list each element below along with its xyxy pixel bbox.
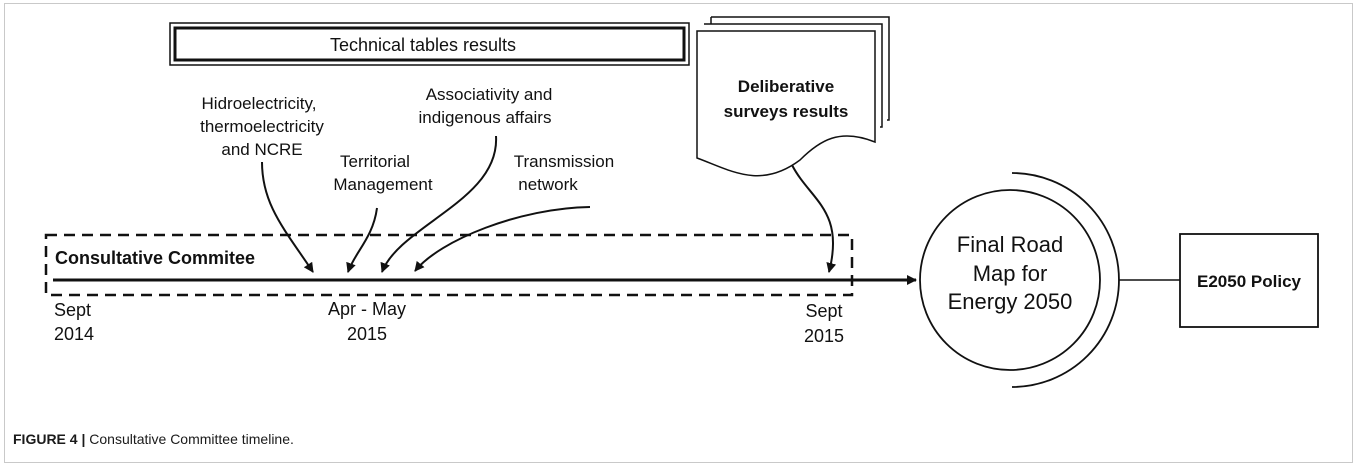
- date-mid-line1: Apr - May: [328, 299, 406, 319]
- date-start: Sept 2014: [54, 300, 94, 344]
- date-end-line1: Sept: [805, 301, 842, 321]
- date-mid-line2: 2015: [347, 324, 387, 344]
- final-road-map-node: Final Road Map for Energy 2050: [919, 172, 1120, 388]
- topic-territorial-line1: Territorial: [340, 152, 410, 171]
- arrow-surveys: [791, 164, 837, 273]
- figure-frame: [4, 3, 1353, 463]
- topic-assoc-line2: indigenous affairs: [419, 108, 552, 127]
- topic-hydro-label: Hidroelectricity, thermoelectricity and …: [200, 94, 324, 159]
- caption-label: FIGURE 4 |: [13, 431, 85, 447]
- arrow-associativity: [380, 135, 498, 273]
- policy-label: E2050 Policy: [1197, 272, 1302, 291]
- topic-assoc-line1: Associativity and: [426, 85, 553, 104]
- topic-territorial-line2: Management: [333, 175, 433, 194]
- arrow-hydro: [261, 161, 314, 273]
- e2050-policy-box: E2050 Policy: [1179, 233, 1319, 328]
- technical-tables-title: Technical tables results: [330, 35, 516, 55]
- date-end-line2: 2015: [804, 326, 844, 346]
- topic-territorial-label: Territorial Management: [333, 152, 433, 194]
- topic-associativity-label: Associativity and indigenous affairs: [419, 85, 553, 127]
- technical-tables-box: Technical tables results: [169, 22, 690, 66]
- topic-transmission-label: Transmission network: [514, 152, 614, 194]
- surveys-line2: surveys results: [724, 102, 849, 121]
- roadmap-line2: Map for: [973, 261, 1048, 286]
- roadmap-line3: Energy 2050: [948, 289, 1073, 314]
- date-start-line2: 2014: [54, 324, 94, 344]
- surveys-line1: Deliberative: [738, 77, 834, 96]
- topic-hydro-line2: thermoelectricity: [200, 117, 324, 136]
- committee-label: Consultative Commitee: [55, 248, 255, 268]
- caption-text: Consultative Committee timeline.: [85, 431, 294, 447]
- arrow-territorial: [346, 207, 378, 273]
- topic-hydro-line3: and NCRE: [221, 140, 302, 159]
- topic-hydro-line1: Hidroelectricity,: [202, 94, 317, 113]
- arrow-transmission: [414, 206, 591, 272]
- figure-caption: FIGURE 4 | Consultative Committee timeli…: [13, 431, 294, 447]
- consultative-committee-box: [44, 233, 854, 297]
- date-mid: Apr - May 2015: [328, 299, 406, 344]
- topic-transmission-line2: network: [518, 175, 578, 194]
- date-start-line1: Sept: [54, 300, 91, 320]
- roadmap-line1: Final Road: [957, 232, 1063, 257]
- date-end: Sept 2015: [804, 301, 844, 346]
- topic-transmission-line1: Transmission: [514, 152, 614, 171]
- deliberative-surveys-document: Deliberative surveys results: [696, 16, 890, 177]
